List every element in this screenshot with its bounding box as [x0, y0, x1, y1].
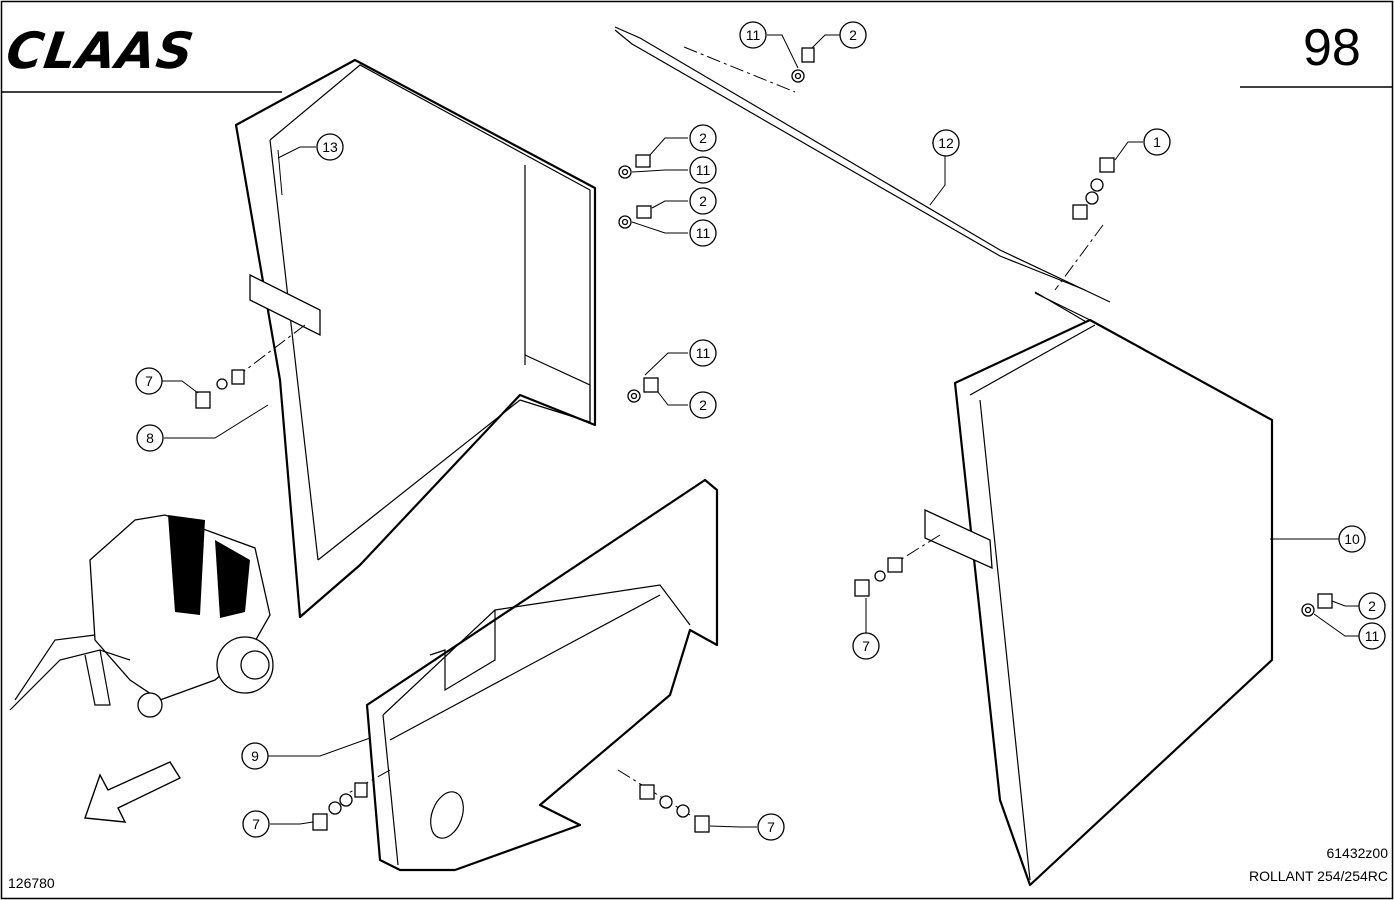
svg-text:2: 2: [849, 27, 857, 43]
svg-text:2: 2: [699, 130, 707, 146]
callout-12: 12: [932, 129, 960, 157]
callout-2-top: 2: [839, 21, 867, 49]
svg-text:7: 7: [252, 816, 260, 832]
svg-text:2: 2: [699, 397, 707, 413]
svg-text:7: 7: [767, 819, 775, 835]
svg-text:7: 7: [862, 638, 870, 654]
callout-11-b: 11: [689, 219, 717, 247]
svg-text:7: 7: [145, 373, 153, 389]
callout-9: 9: [241, 742, 269, 770]
callouts: 11 2 13 2 11 2 11 12 1 7 8 11 2 10 7: [135, 21, 1386, 841]
baler-machine-illustration: [9, 514, 274, 718]
svg-text:2: 2: [699, 193, 707, 209]
callout-13: 13: [316, 133, 344, 161]
callout-2-b: 2: [689, 187, 717, 215]
svg-text:8: 8: [146, 430, 154, 446]
left-reference-code: 126780: [8, 875, 55, 891]
callout-8: 8: [136, 424, 164, 452]
model-name: ROLLANT 254/254RC: [1249, 868, 1388, 884]
callout-7-right: 7: [852, 632, 880, 660]
svg-text:11: 11: [696, 225, 711, 241]
callout-7-br: 7: [757, 813, 785, 841]
callout-2-c: 2: [689, 391, 717, 419]
svg-text:11: 11: [1365, 628, 1380, 644]
svg-text:11: 11: [746, 27, 761, 43]
callout-2-d: 2: [1358, 592, 1386, 620]
callout-2-a: 2: [689, 124, 717, 152]
side-panel-9: [344, 478, 719, 872]
callout-7-left: 7: [135, 367, 163, 395]
side-panel-10: [899, 292, 1274, 887]
claas-logo: CLAAS: [3, 21, 198, 80]
svg-text:1: 1: [1153, 134, 1161, 150]
cover-strip-12: [614, 26, 1111, 331]
callout-11-d: 11: [1358, 622, 1386, 650]
svg-text:10: 10: [1344, 531, 1360, 547]
svg-text:11: 11: [696, 345, 711, 361]
side-panel-8: [234, 58, 597, 619]
svg-text:12: 12: [938, 135, 954, 151]
callout-1: 1: [1143, 128, 1171, 156]
hardware: [195, 47, 1333, 833]
svg-text:9: 9: [251, 748, 259, 764]
drawing-code: 61432z00: [1326, 845, 1388, 861]
svg-text:11: 11: [696, 162, 711, 178]
callout-11-a: 11: [689, 156, 717, 184]
callout-10: 10: [1338, 525, 1366, 553]
svg-text:2: 2: [1368, 598, 1376, 614]
page-number: 98: [1303, 19, 1361, 77]
callout-11-top: 11: [739, 21, 767, 49]
direction-arrow-icon: [84, 761, 182, 823]
callout-11-c: 11: [689, 339, 717, 367]
leader-lines: [162, 34, 1359, 828]
callout-7-bl: 7: [242, 810, 270, 838]
svg-text:13: 13: [322, 139, 338, 155]
